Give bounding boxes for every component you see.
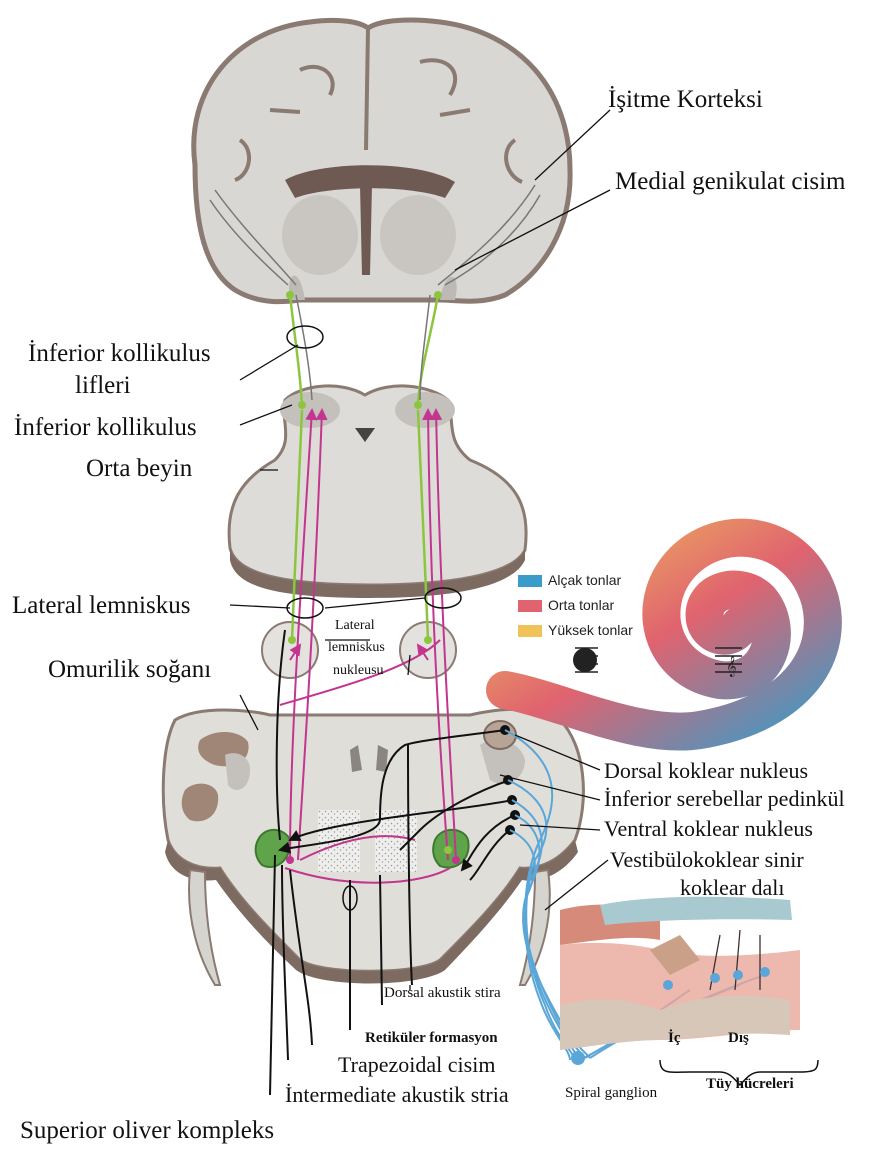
label-inferior-cerebellar-peduncle: İnferior serebellar pedinkül (604, 787, 845, 811)
label-spiral-ganglion: Spiral ganglion (565, 1085, 657, 1102)
label-reticular-formation: Retiküler formasyon (365, 1030, 498, 1047)
label-inferior-colliculus-fibers-2: lifleri (75, 372, 131, 400)
label-superior-olivary-complex: Superior oliver kompleks (20, 1117, 274, 1145)
label-inferior-colliculus-fibers: İnferior kollikulus (28, 340, 211, 368)
label-dorsal-acoustic-stria: Dorsal akustik stira (384, 985, 501, 1002)
label-inner-hair-cells: İç (668, 1030, 681, 1047)
organ-of-corti (560, 897, 818, 1085)
label-dorsal-cochlear-nucleus: Dorsal koklear nukleus (604, 759, 808, 783)
legend-low-tones: Alçak tonlar (518, 572, 621, 588)
label-vestibulocochlear-2: koklear dalı (680, 876, 784, 900)
label-inferior-colliculus: İnferior kollikulus (14, 414, 197, 442)
label-vestibulocochlear-1: Vestibülokoklear sinir (610, 848, 804, 872)
svg-text:𝄞: 𝄞 (726, 656, 737, 677)
label-ventral-cochlear-nucleus: Ventral koklear nukleus (604, 817, 813, 841)
legend-mid-tones: Orta tonlar (518, 597, 614, 613)
label-ll-nucleus-1: Lateral (335, 618, 375, 633)
midbrain-section (229, 386, 526, 598)
cerebrum-section (194, 20, 570, 302)
legend-swatch-mid (518, 600, 542, 612)
label-ll-nucleus-3: nukleusu (333, 663, 384, 678)
label-lateral-lemniscus: Lateral lemniskus (12, 592, 190, 620)
legend-swatch-low (518, 575, 542, 587)
label-midbrain: Orta beyin (86, 455, 192, 483)
legend-swatch-high (518, 625, 542, 637)
legend-high-tones: Yüksek tonlar (518, 622, 633, 638)
label-trapezoid-body: Trapezoidal cisim (338, 1053, 495, 1077)
label-ll-nucleus-2: lemniskus (328, 640, 385, 655)
label-hair-cells: Tüy hücreleri (706, 1076, 794, 1093)
label-medulla: Omurilik soğanı (48, 656, 211, 684)
label-outer-hair-cells: Dış (728, 1030, 749, 1047)
medulla-section (163, 709, 583, 985)
label-intermediate-acoustic-stria: İntermediate akustik stria (285, 1083, 509, 1107)
label-medial-geniculate: Medial genikulat cisim (615, 168, 846, 196)
label-auditory-cortex: İşitme Korteksi (608, 86, 763, 114)
